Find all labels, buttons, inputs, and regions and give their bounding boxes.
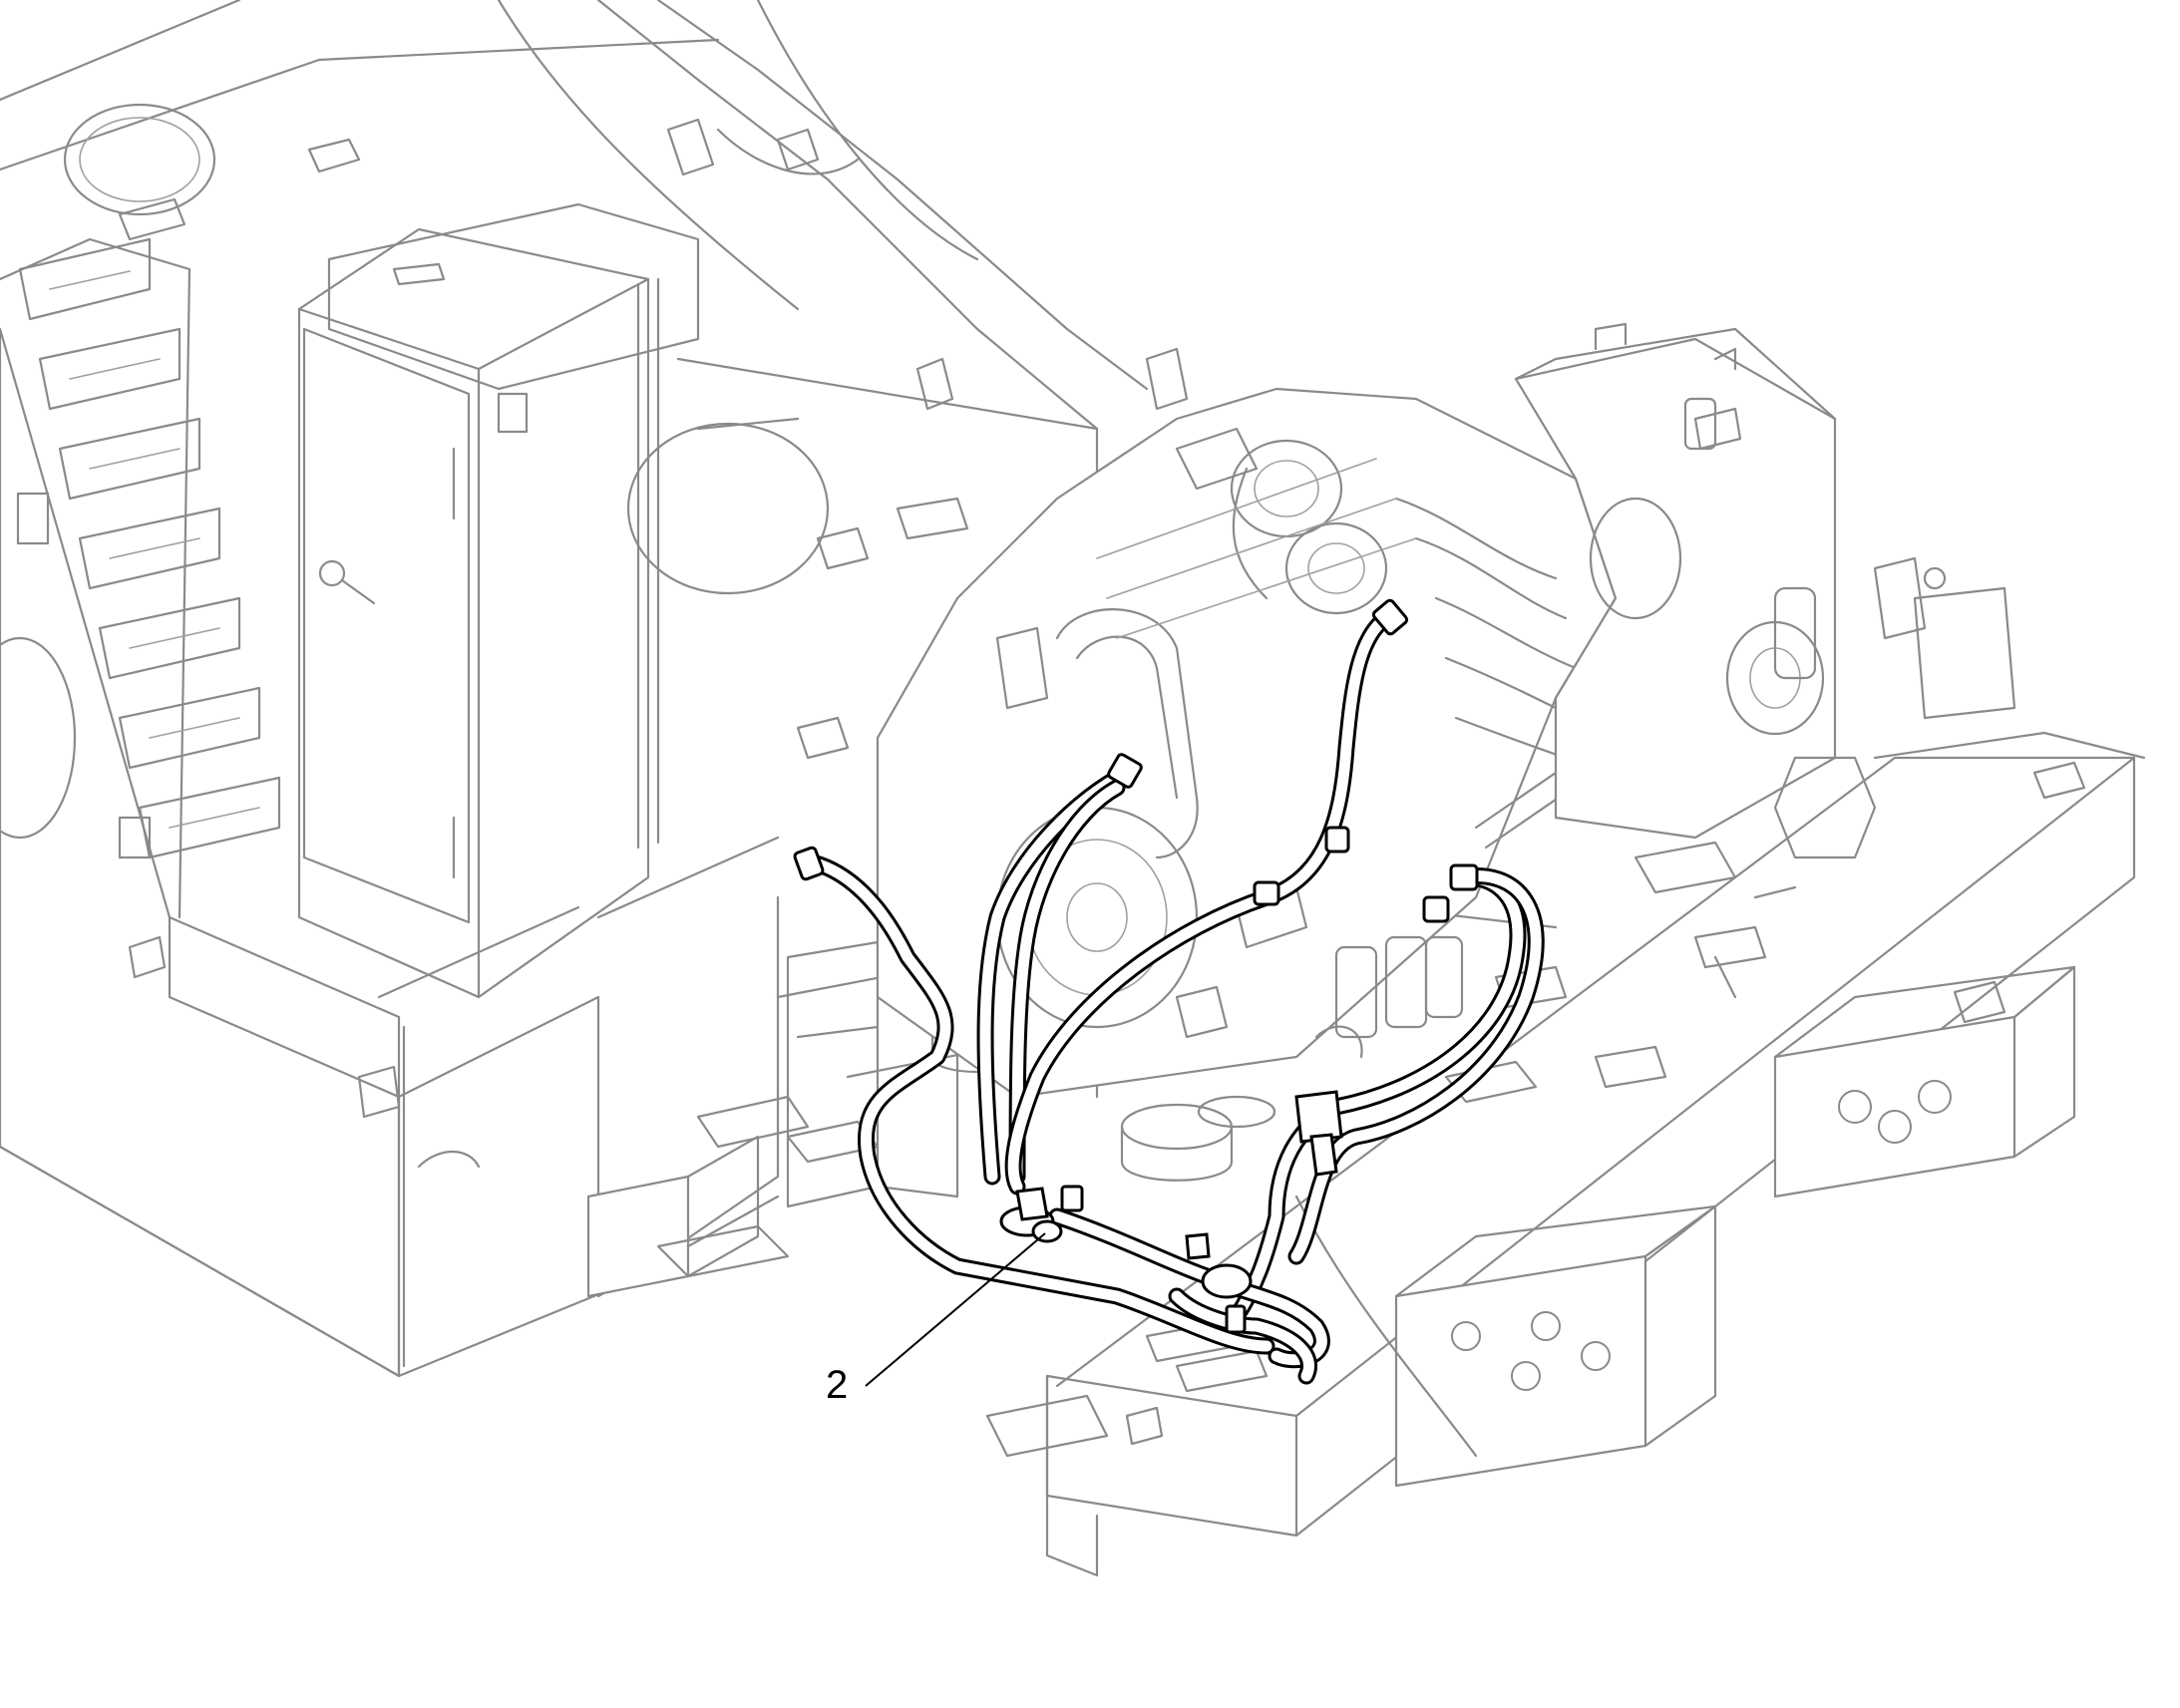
- hose-fitting-center: [1253, 880, 1280, 906]
- hose-fitting-right-2: [1422, 895, 1450, 923]
- hose-clamp-lower-right: [1201, 1263, 1253, 1299]
- hose-fitting-engine-left: [1107, 753, 1143, 789]
- hose-assembly: [793, 598, 1545, 1385]
- callout-2: 2: [826, 1232, 1046, 1407]
- hose-fitting-right-1: [1449, 863, 1479, 891]
- hose-fitting-left: [793, 846, 825, 881]
- hose-fitting-mid-right: [1324, 826, 1350, 854]
- callout-label: 2: [826, 1363, 848, 1407]
- main-chassis-frame: [497, 0, 2146, 1577]
- left-frame-structure: [0, 0, 780, 1378]
- hose-fitting-engine-top: [1371, 598, 1409, 636]
- transmission-assembly: [1514, 322, 2016, 859]
- hose-clamp-bracket: [1294, 1090, 1343, 1144]
- callout-leader-line: [865, 1232, 1046, 1387]
